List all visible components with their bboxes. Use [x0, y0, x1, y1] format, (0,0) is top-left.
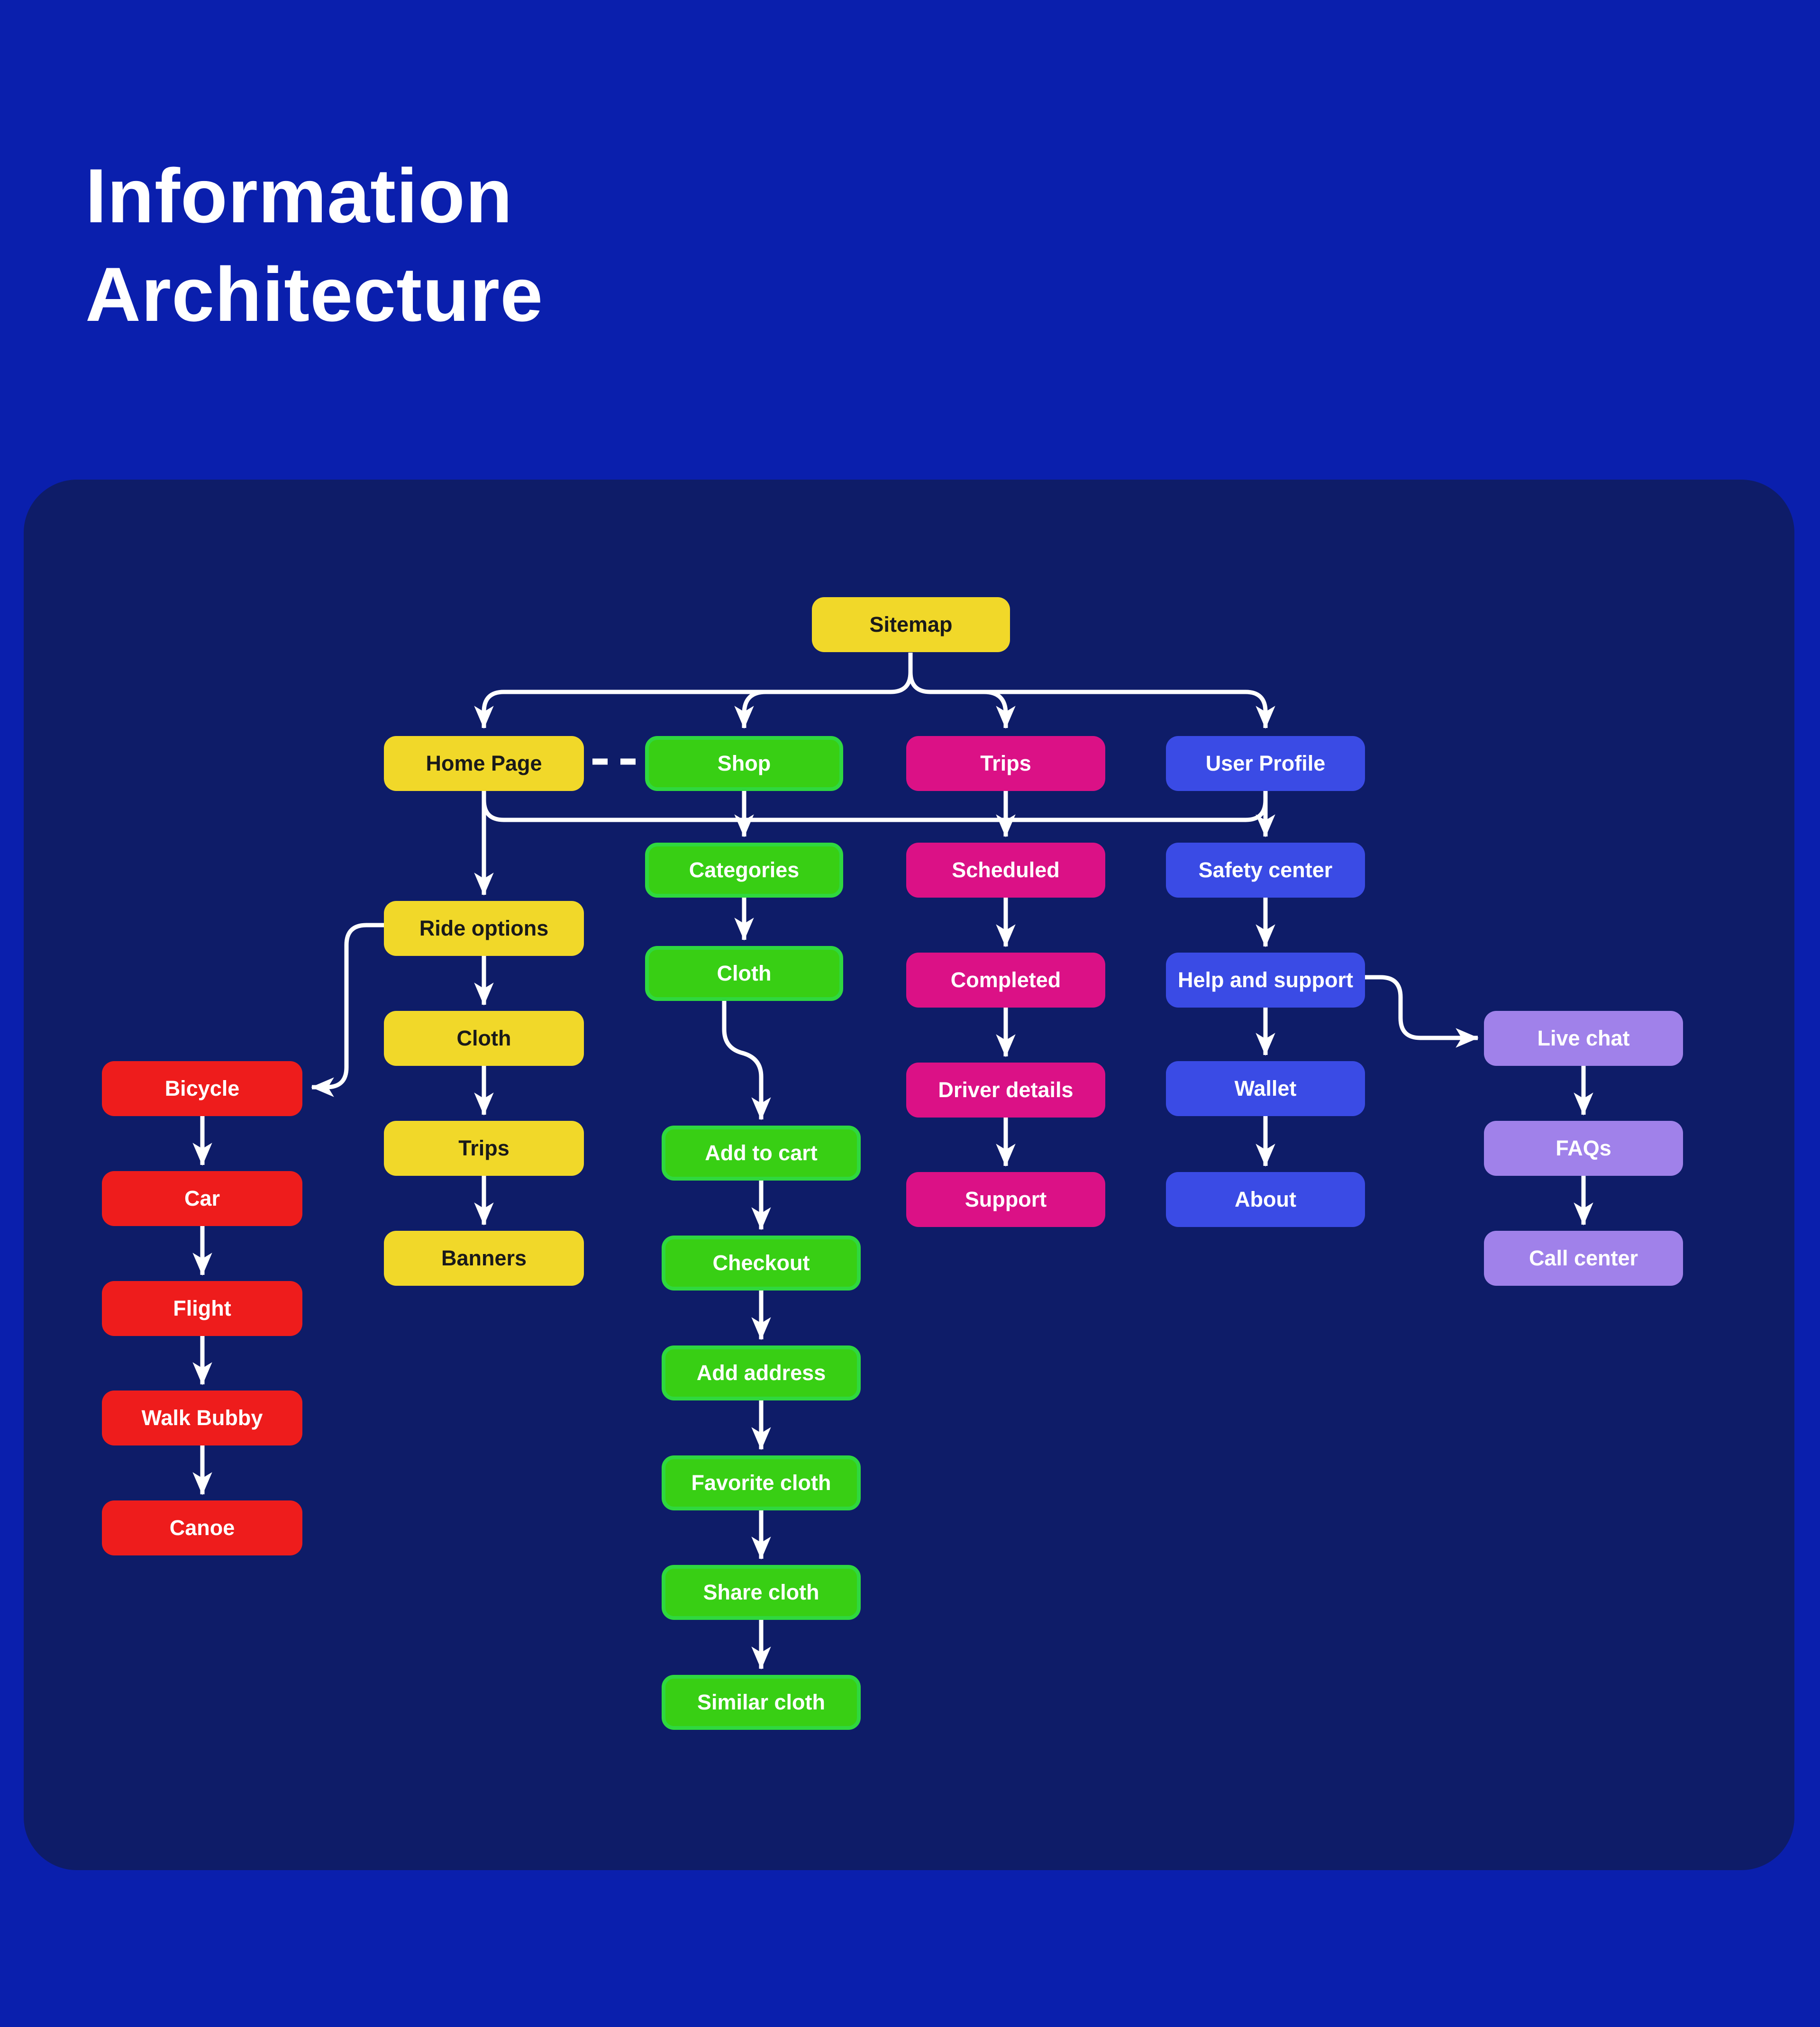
node-label: Share cloth: [703, 1580, 819, 1604]
node-trips: Trips: [906, 736, 1105, 791]
node-home-cloth: Cloth: [384, 1011, 584, 1066]
node-label: Support: [965, 1187, 1047, 1211]
node-shop-cloth: Cloth: [645, 946, 843, 1001]
node-driver-details: Driver details: [906, 1063, 1105, 1118]
node-label: Completed: [950, 968, 1061, 992]
node-scheduled: Scheduled: [906, 843, 1105, 898]
node-walk-bubby: Walk Bubby: [102, 1391, 302, 1445]
node-ride-options: Ride options: [384, 901, 584, 956]
node-label: Categories: [689, 858, 800, 882]
node-label: Cloth: [456, 1026, 511, 1050]
node-label: Scheduled: [952, 858, 1060, 882]
node-home-page: Home Page: [384, 736, 584, 791]
node-car: Car: [102, 1171, 302, 1226]
node-add-to-cart: Add to cart: [662, 1126, 861, 1181]
node-safety-center: Safety center: [1166, 843, 1365, 898]
node-live-chat: Live chat: [1484, 1011, 1683, 1066]
node-label: Trips: [458, 1136, 510, 1160]
node-canoe: Canoe: [102, 1500, 302, 1555]
node-label: FAQs: [1556, 1136, 1611, 1160]
node-label: Car: [184, 1186, 220, 1210]
node-label: Flight: [173, 1296, 231, 1320]
node-label: Safety center: [1198, 858, 1333, 882]
node-checkout: Checkout: [662, 1236, 861, 1291]
node-label: About: [1235, 1187, 1296, 1211]
node-sitemap: Sitemap: [812, 597, 1010, 652]
node-bicycle: Bicycle: [102, 1061, 302, 1116]
node-banners: Banners: [384, 1231, 584, 1286]
node-call-center: Call center: [1484, 1231, 1683, 1286]
page-title: Information Architecture: [85, 147, 543, 344]
node-favorite-cloth: Favorite cloth: [662, 1455, 861, 1510]
node-faqs: FAQs: [1484, 1121, 1683, 1176]
node-similar-cloth: Similar cloth: [662, 1675, 861, 1730]
node-label: Checkout: [712, 1251, 810, 1275]
node-flight: Flight: [102, 1281, 302, 1336]
node-share-cloth: Share cloth: [662, 1565, 861, 1620]
node-label: Live chat: [1537, 1026, 1630, 1050]
node-label: Sitemap: [869, 612, 953, 636]
node-user-profile: User Profile: [1166, 736, 1365, 791]
node-label: Add to cart: [705, 1141, 818, 1165]
node-add-address: Add address: [662, 1345, 861, 1400]
node-label: Driver details: [938, 1078, 1074, 1102]
node-support: Support: [906, 1172, 1105, 1227]
node-shop: Shop: [645, 736, 843, 791]
page-title-line1: Information: [85, 153, 513, 239]
node-help-and-support: Help and support: [1166, 953, 1365, 1008]
node-completed: Completed: [906, 953, 1105, 1008]
node-label: Bicycle: [164, 1076, 240, 1100]
node-home-trips: Trips: [384, 1121, 584, 1176]
node-label: Home Page: [426, 751, 542, 775]
node-label: Cloth: [717, 961, 772, 985]
node-categories: Categories: [645, 843, 843, 898]
node-label: Walk Bubby: [141, 1406, 263, 1430]
node-label: Add address: [696, 1361, 826, 1385]
node-label: Similar cloth: [697, 1690, 826, 1714]
page-title-line2: Architecture: [85, 252, 544, 337]
node-label: Call center: [1529, 1246, 1638, 1270]
node-label: Ride options: [419, 916, 549, 940]
node-label: Banners: [441, 1246, 527, 1270]
node-label: Favorite cloth: [691, 1471, 831, 1495]
node-label: Trips: [980, 751, 1031, 775]
node-label: Wallet: [1234, 1076, 1297, 1100]
node-label: Help and support: [1178, 968, 1353, 992]
node-label: User Profile: [1205, 751, 1326, 775]
node-label: Shop: [717, 751, 771, 775]
node-about: About: [1166, 1172, 1365, 1227]
node-wallet: Wallet: [1166, 1061, 1365, 1116]
node-label: Canoe: [169, 1516, 235, 1540]
